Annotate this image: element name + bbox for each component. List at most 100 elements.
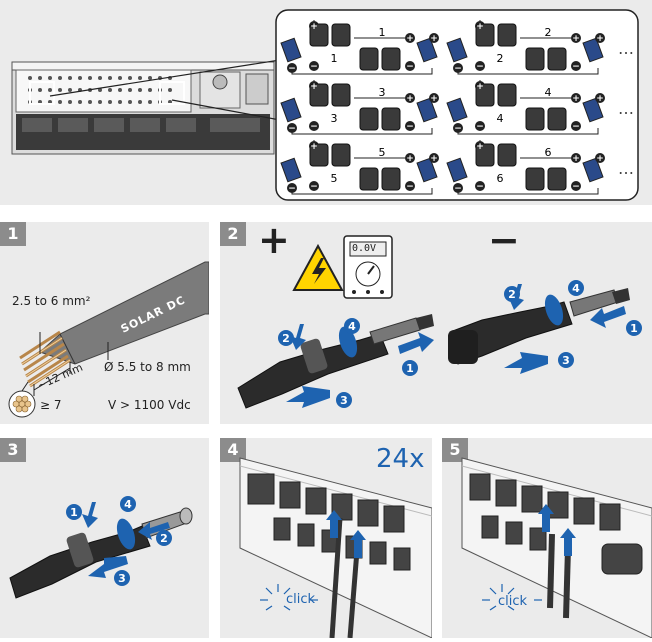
plus-icon: + — [430, 154, 438, 164]
step-number: 3 — [0, 438, 26, 462]
minus-icon: − — [406, 62, 414, 72]
minus-icon: − — [476, 122, 484, 132]
solar-panel-icon — [416, 97, 438, 123]
plus-icon: + — [476, 142, 484, 152]
string-number-label: 3 — [331, 112, 338, 125]
minus-icon: − — [288, 64, 296, 74]
solar-panel-icon — [280, 157, 302, 183]
step-5-panel: 5 click — [442, 438, 652, 638]
svg-text:3: 3 — [118, 572, 126, 585]
step-4-panel: 4 24x click — [220, 438, 432, 638]
voltage-rating-label: V > 1100 Vdc — [108, 398, 191, 412]
cable-diameter-label: Ø 5.5 to 8 mm — [104, 360, 191, 374]
solar-panel-icon — [280, 97, 302, 123]
solar-panel-icon — [582, 37, 604, 63]
plus-icon: + — [310, 142, 318, 152]
inverter-illustration — [11, 61, 275, 155]
solar-panel-icon — [446, 37, 468, 63]
solar-panel-icon — [582, 157, 604, 183]
plus-icon: + — [406, 94, 414, 104]
string-number-label: 6 — [545, 146, 552, 159]
minus-icon: − — [288, 184, 296, 194]
click-label: click — [498, 594, 528, 609]
plus-icon: + — [310, 22, 318, 32]
minus-icon: − — [310, 62, 318, 72]
cable-illustration — [8, 261, 209, 418]
more-strings-ellipsis: … — [618, 99, 634, 118]
plus-icon: + — [430, 94, 438, 104]
negative-connector-label: − — [488, 218, 520, 262]
plug-in-illustration — [239, 457, 432, 638]
string-cell — [280, 140, 439, 195]
minus-icon: − — [288, 124, 296, 134]
wire-cross-section-label: 2.5 to 6 mm² — [12, 294, 91, 308]
minus-icon: − — [454, 184, 462, 194]
string-cell — [280, 80, 439, 135]
svg-text:2: 2 — [160, 532, 168, 545]
string-number-label: 1 — [331, 52, 338, 65]
string-number-label: 3 — [379, 86, 386, 99]
step-3-panel: 3 1 2 3 4 — [0, 438, 209, 638]
string-number-label: 1 — [379, 26, 386, 39]
minus-icon: − — [454, 64, 462, 74]
svg-text:2: 2 — [282, 332, 290, 345]
plus-icon: + — [572, 154, 580, 164]
string-number-label: 4 — [497, 112, 504, 125]
minus-icon: − — [476, 62, 484, 72]
string-cell — [446, 140, 605, 195]
plus-icon: + — [572, 34, 580, 44]
minus-icon: − — [572, 62, 580, 72]
solar-panel-icon — [582, 97, 604, 123]
overview-panel: + − + + − − 1 1 + − + + − − 2 2 … + − + + − − 3 3 + − + + − − 4 4 … + − + + − −… — [0, 0, 652, 205]
plus-icon: + — [596, 154, 604, 164]
plus-icon: + — [430, 34, 438, 44]
plug-in-illustration — [461, 457, 652, 638]
solar-panel-icon — [280, 37, 302, 63]
svg-text:1: 1 — [406, 362, 414, 375]
minus-icon: − — [310, 182, 318, 192]
click-label: click — [286, 592, 316, 607]
svg-text:1: 1 — [70, 506, 78, 519]
voltmeter-icon — [343, 235, 393, 299]
strand-count-label: ≥ 7 — [40, 398, 62, 412]
voltmeter-display: 0.0V — [352, 243, 377, 254]
solar-panel-icon — [446, 157, 468, 183]
positive-connector-drawing — [237, 314, 434, 409]
svg-text:4: 4 — [124, 498, 132, 511]
negative-connector-drawing — [448, 288, 630, 365]
string-number-label: 2 — [545, 26, 552, 39]
string-number-label: 2 — [497, 52, 504, 65]
positive-connector-label: + — [258, 218, 290, 262]
repeat-count-label: 24x — [376, 444, 425, 474]
plus-icon: + — [476, 22, 484, 32]
string-cell — [446, 20, 605, 75]
string-number-label: 4 — [545, 86, 552, 99]
step-number: 1 — [0, 222, 26, 246]
plus-icon: + — [476, 82, 484, 92]
minus-icon: − — [406, 122, 414, 132]
step-2-panel: 2 + − — [220, 218, 652, 424]
minus-icon: − — [454, 124, 462, 134]
step-1-panel: 1 2.5 to 6 mm² SOLAR DC ~12 mm Ø 5.5 to … — [0, 222, 209, 424]
solar-panel-icon — [416, 37, 438, 63]
plus-icon: + — [406, 34, 414, 44]
plus-icon: + — [596, 34, 604, 44]
plus-icon: + — [406, 154, 414, 164]
string-cell — [280, 20, 439, 75]
more-strings-ellipsis: … — [618, 159, 634, 178]
string-number-label: 5 — [379, 146, 386, 159]
minus-icon: − — [572, 182, 580, 192]
svg-text:3: 3 — [562, 354, 570, 367]
minus-icon: − — [406, 182, 414, 192]
svg-text:4: 4 — [572, 282, 580, 295]
svg-text:1: 1 — [630, 322, 638, 335]
connector-assembly-illustration: 1 2 3 4 1 2 3 4 — [237, 235, 642, 409]
svg-text:4: 4 — [348, 320, 356, 333]
string-number-label: 5 — [331, 172, 338, 185]
plus-icon: + — [310, 82, 318, 92]
plus-icon: + — [596, 94, 604, 104]
minus-icon: − — [572, 122, 580, 132]
svg-text:2: 2 — [508, 288, 516, 301]
minus-icon: − — [476, 182, 484, 192]
minus-icon: − — [310, 122, 318, 132]
